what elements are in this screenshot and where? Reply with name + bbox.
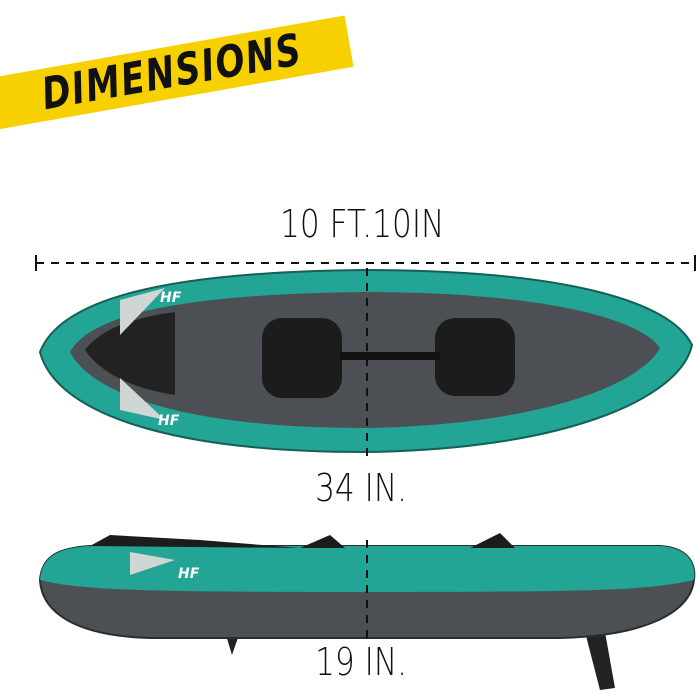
brand-mark: HF (158, 413, 180, 429)
length-label: 10 FT.10IN (280, 202, 445, 246)
height-label: 19 IN. (315, 640, 408, 684)
width-label: 34 IN. (315, 466, 408, 510)
brand-mark: HF (160, 290, 182, 306)
length-measure-line (35, 255, 696, 271)
brand-mark: HF (178, 566, 200, 582)
